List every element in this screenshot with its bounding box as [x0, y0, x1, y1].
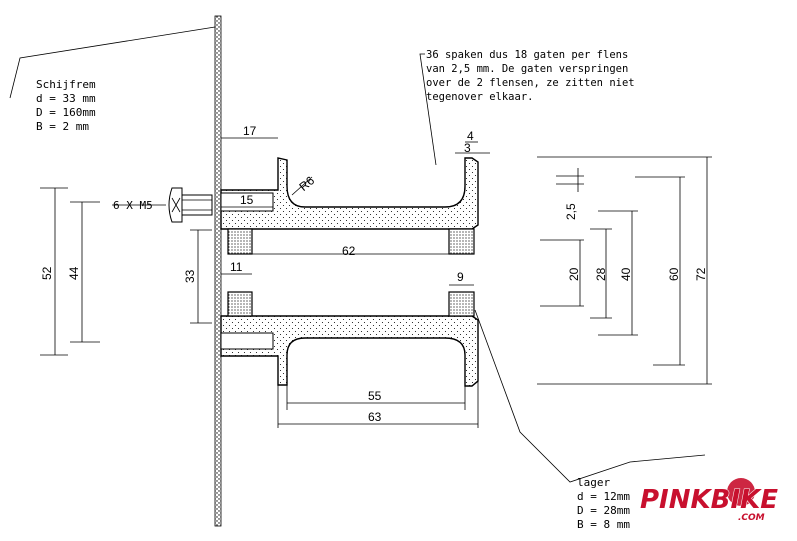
bearing-spec-line-3: B = 8 mm	[577, 518, 630, 531]
spoke-note-line-3: over de 2 flensen, ze zitten niet	[426, 77, 635, 89]
rotor-spec-line-1: d = 33 mm	[36, 92, 96, 105]
hub-shell-upper	[220, 157, 479, 230]
dim-2-5: 2,5	[564, 203, 578, 220]
dim-lines-left	[40, 187, 212, 356]
hub-shell-lower	[220, 315, 479, 387]
bearing-upper-right	[448, 228, 475, 255]
dim-52: 52	[40, 266, 54, 280]
rotor-leader	[9, 26, 216, 99]
rotor-spec: Schijfrem d = 33 mm D = 160mm B = 2 mm	[36, 78, 96, 133]
spoke-note: 36 spaken dus 18 gaten per flens van 2,5…	[426, 49, 635, 103]
rotor-spec-line-3: B = 2 mm	[36, 120, 89, 133]
dim-62: 62	[342, 244, 356, 258]
bearing-title: lager	[577, 476, 610, 489]
watermark-brand: PINKBIKE	[640, 485, 778, 515]
bearing-spec-line-1: d = 12mm	[577, 490, 630, 503]
dim-20: 20	[567, 267, 581, 281]
bolt-label: 6 X M5	[113, 199, 153, 212]
rotor	[214, 15, 222, 527]
spoke-note-line-1: 36 spaken dus 18 gaten per flens	[426, 49, 628, 61]
dim-lines-top	[221, 137, 490, 428]
rotor-spec-line-2: D = 160mm	[36, 106, 96, 119]
dim-40: 40	[619, 267, 633, 281]
dim-72: 72	[694, 267, 708, 281]
dim-11: 11	[230, 260, 243, 274]
pinkbike-logo: PINKBIKE .COM	[640, 478, 779, 524]
dim-60: 60	[667, 267, 681, 281]
bearing-lower-right	[448, 291, 475, 317]
dim-r6: R6	[296, 173, 317, 194]
dim-9: 9	[457, 270, 464, 284]
spoke-note-line-4: tegenover elkaar.	[426, 91, 533, 103]
dim-33: 33	[183, 269, 197, 283]
dim-44: 44	[67, 266, 81, 280]
bearing-spec: lager d = 12mm D = 28mm B = 8 mm	[577, 476, 630, 531]
dim-3: 3	[464, 141, 471, 155]
bearing-leader	[474, 309, 706, 483]
watermark-domain: .COM	[738, 513, 765, 523]
bearing-lower-left	[227, 291, 253, 317]
dim-lines-right	[537, 156, 712, 385]
dim-17: 17	[243, 124, 257, 138]
rotor-title: Schijfrem	[36, 78, 96, 91]
dim-4: 4	[467, 129, 474, 143]
bearing-upper-left	[227, 228, 253, 255]
spoke-note-leader	[419, 53, 437, 166]
dim-63: 63	[368, 410, 382, 424]
dim-55: 55	[368, 389, 382, 403]
bearing-spec-line-2: D = 28mm	[577, 504, 630, 517]
dim-15: 15	[240, 193, 254, 207]
spoke-note-line-2: van 2,5 mm. De gaten verspringen	[426, 63, 628, 75]
dim-28: 28	[594, 267, 608, 281]
bolt-icon	[168, 187, 213, 223]
